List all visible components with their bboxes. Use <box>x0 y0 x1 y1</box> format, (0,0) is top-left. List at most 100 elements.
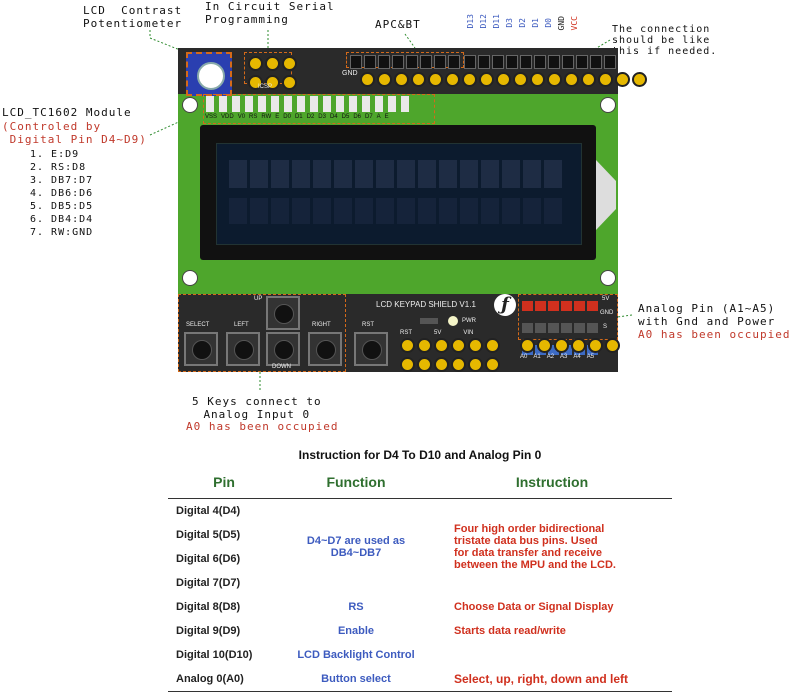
analog-pin-label: A1 <box>533 354 541 360</box>
table-cell-instruction <box>432 643 672 667</box>
lcd-pin-label: D3 <box>318 114 326 120</box>
button-label-rst: RST <box>362 322 374 328</box>
potentiometer-knob[interactable] <box>197 62 225 90</box>
pin-label: D0 <box>544 18 553 28</box>
lcd-pin-label: D7 <box>364 114 373 120</box>
table-cell-pin: Digital 5(D5) <box>176 529 241 541</box>
mount-hole <box>600 270 616 286</box>
lcd-pin-label: D4 <box>329 114 338 120</box>
lcd-pin-label: RS <box>249 114 258 120</box>
label-icsp-programming: In Circuit Serial Programming <box>205 0 335 26</box>
lcd-pin-labels: VSS VDD V0 RS RW E D0 D1 D2 D3 D4 D5 D6 … <box>205 114 389 120</box>
up-button[interactable] <box>266 296 300 330</box>
pin-label: VCC <box>570 16 579 31</box>
dfrobot-logo: ƒ <box>494 294 516 316</box>
mount-hole <box>182 270 198 286</box>
instruction-table: Pin Function Instruction Digital 4(D4) D… <box>168 466 672 692</box>
table-header-function: Function <box>280 466 432 499</box>
table-row: Digital 7(D7) <box>168 571 672 595</box>
label-keys-occupied: A0 has been occupied <box>186 420 339 433</box>
label-lcd-contrast: LCD Contrast Potentiometer <box>83 4 183 30</box>
table-cell-function: Button select <box>321 673 391 685</box>
lcd-character-grid <box>229 160 565 228</box>
table-cell-function: RS <box>348 601 364 613</box>
table-cell-pin: Digital 7(D7) <box>176 577 241 589</box>
analog-pin-label: A5 <box>586 354 595 360</box>
apc-header <box>350 54 462 73</box>
lcd-pin-label: D1 <box>294 114 303 120</box>
right-button[interactable] <box>308 332 342 366</box>
button-label-right: RIGHT <box>312 322 331 328</box>
reset-button[interactable] <box>354 332 388 366</box>
table-cell-pin: Digital 9(D9) <box>176 625 241 637</box>
table-row: Digital 9(D9) Enable Starts data read/wr… <box>168 619 672 643</box>
table-cell-pin: Analog 0(A0) <box>176 673 244 685</box>
table-row: Digital 6(D6) <box>168 547 672 571</box>
lcd-pin-label: D5 <box>341 114 350 120</box>
label-apc-bt: APC&BT <box>375 18 421 31</box>
analog-pin-labels: A0 A1 A2 A3 A4 A5 <box>520 354 594 360</box>
label-connection-note: The connection should be like this if ne… <box>612 24 718 57</box>
label-keys: 5 Keys connect to Analog Input 0 <box>192 395 322 421</box>
potentiometer[interactable] <box>186 52 232 96</box>
lcd-pin-label: E <box>275 114 280 120</box>
table-cell-instruction: Select, up, right, down and left <box>454 672 629 686</box>
lcd-header-outline <box>203 94 435 124</box>
lcd-pin-label: D2 <box>306 114 315 120</box>
analog-pin-label: A2 <box>546 354 555 360</box>
table-cell-function: LCD Backlight Control <box>297 649 415 661</box>
select-button[interactable] <box>184 332 218 366</box>
lcd-pin-label: E <box>384 114 389 120</box>
lcd-pin-label: VSS <box>205 114 218 120</box>
buttons-outline <box>178 294 346 372</box>
rail-label-s: S <box>603 324 608 330</box>
pwr-led <box>448 316 458 326</box>
power-pin-label: 5V <box>434 330 442 336</box>
table-cell-instruction: Four high order bidirectional tristate d… <box>454 523 616 571</box>
gnd-label: GND <box>342 70 358 77</box>
leader-lines <box>149 30 633 392</box>
power-pin-label: VIN <box>463 330 474 336</box>
analog-header <box>520 338 622 357</box>
leader-contrast <box>149 30 206 61</box>
table-cell-pin: Digital 6(D6) <box>176 553 241 565</box>
lcd-pin-label: RW <box>261 114 272 120</box>
lcd-pin-label: D6 <box>353 114 361 120</box>
rail-label-gnd: GND <box>600 310 614 316</box>
pin-label: D12 <box>479 14 488 29</box>
pwr-led-pad <box>420 318 438 324</box>
table-cell-function: Enable <box>337 625 375 637</box>
table-cell-function: D4~D7 are used as DB4~DB7 <box>306 535 406 559</box>
left-button[interactable] <box>226 332 260 366</box>
leader-apc <box>404 33 416 49</box>
analog-pin-label: A3 <box>560 354 568 360</box>
pin-label: D1 <box>531 18 540 28</box>
analog-pin-label: A0 <box>520 354 528 360</box>
down-button[interactable] <box>266 332 300 366</box>
icsp-header <box>248 56 299 94</box>
lcd-pin-label: V0 <box>237 114 246 120</box>
analog-pin-label: A4 <box>573 354 581 360</box>
label-lcd-controlled: (Controled by Digital Pin D4~D9) <box>2 120 147 146</box>
label-analog-pins: Analog Pin (A1~A5) with Gnd and Power <box>638 302 776 328</box>
apc-header-outline <box>346 52 464 68</box>
mount-hole <box>182 97 198 113</box>
lcd-pin-label: A <box>376 114 381 120</box>
button-label-up: UP <box>254 296 263 302</box>
table-row: Digital 5(D5) <box>168 523 672 547</box>
power-pin-labels: RST 5V VIN <box>400 330 473 336</box>
pin-label: D11 <box>492 14 501 29</box>
button-label-down: DOWN <box>272 364 291 370</box>
power-pin-label: RST <box>400 330 412 336</box>
pin-label: D3 <box>505 18 514 28</box>
table-row: Digital 8(D8) RS Choose Data or Signal D… <box>168 595 672 619</box>
lcd-pin-label: VDD <box>221 114 234 120</box>
digital-header-row <box>360 72 649 91</box>
shield-name: LCD KEYPAD SHIELD V1.1 <box>376 300 476 309</box>
instruction-table-title: Instruction for D4 To D10 and Analog Pin… <box>298 448 542 462</box>
button-label-select: SELECT <box>186 322 210 328</box>
power-header <box>400 338 502 376</box>
lcd-backlight-tab <box>596 160 616 230</box>
pwr-label: PWR <box>462 318 476 324</box>
label-analog-occupied: A0 has been occupied <box>638 328 791 341</box>
